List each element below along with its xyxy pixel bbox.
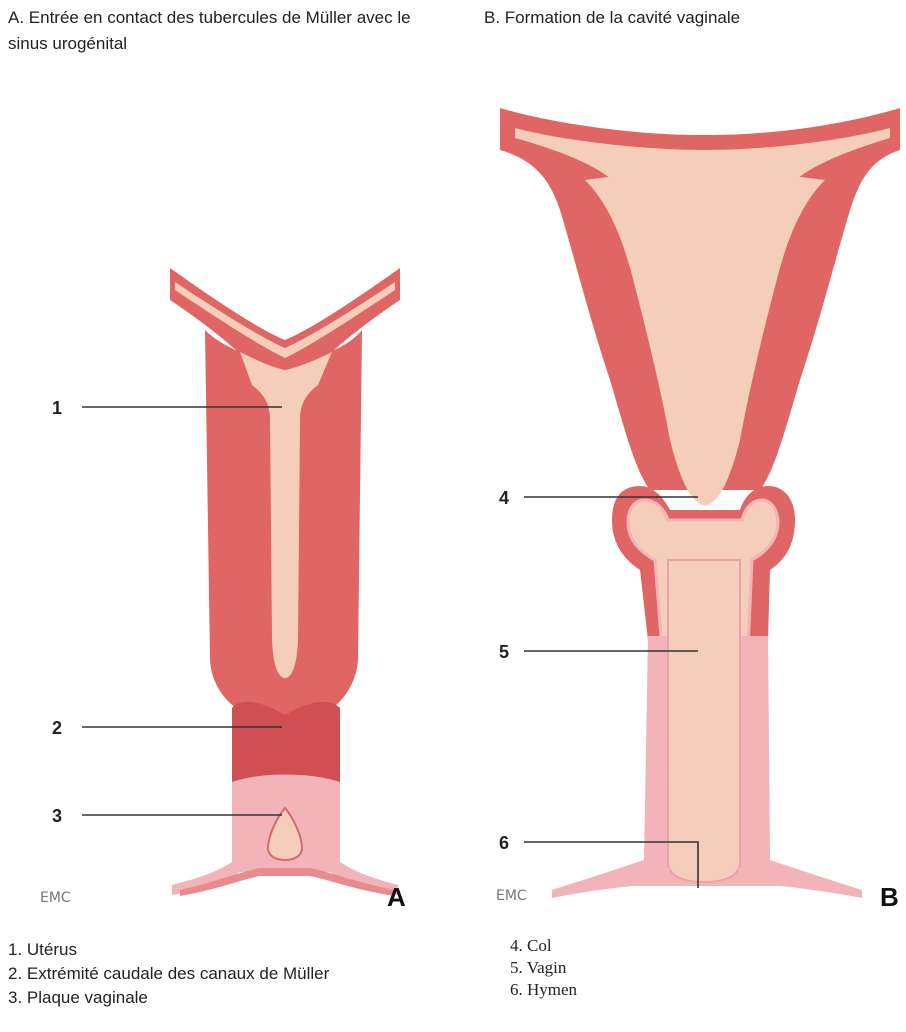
emc-logo-a: EMC <box>40 890 71 906</box>
legend-item: 4. Col <box>510 935 577 957</box>
legend-a: 1. Utérus 2. Extrémité caudale des canau… <box>8 938 329 1010</box>
legend-item: 5. Vagin <box>510 957 577 979</box>
label-2: 2 <box>52 718 62 738</box>
panel-a-letter: A <box>387 882 406 912</box>
emc-logo-b: EMC <box>496 888 527 904</box>
label-4: 4 <box>499 488 509 508</box>
legend-item: 6. Hymen <box>510 979 577 1001</box>
legend-item: 1. Utérus <box>8 938 329 962</box>
label-1: 1 <box>52 398 62 418</box>
legend-item: 3. Plaque vaginale <box>8 986 329 1010</box>
label-6: 6 <box>499 833 509 853</box>
label-3: 3 <box>52 806 62 826</box>
label-5: 5 <box>499 642 509 662</box>
panel-a-drawing <box>170 268 400 896</box>
panel-b-drawing <box>500 108 900 898</box>
panel-b-vagina-lumen <box>668 560 740 882</box>
legend-item: 2. Extrémité caudale des canaux de Mülle… <box>8 962 329 986</box>
panel-b-letter: B <box>880 882 899 912</box>
legend-b: 4. Col 5. Vagin 6. Hymen <box>510 935 577 1001</box>
